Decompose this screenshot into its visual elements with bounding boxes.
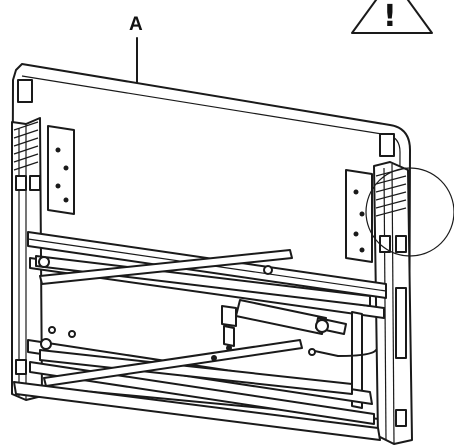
- detail-callout-circle: [365, 167, 454, 257]
- lower-scissor-arms: [39, 326, 353, 395]
- warning-triangle-icon: !: [351, 0, 433, 34]
- right-mounting-bracket: [345, 169, 373, 263]
- right-side-rod: [308, 311, 377, 409]
- bottom-frame: [13, 381, 381, 441]
- upper-scissor-arms: [35, 249, 371, 307]
- gas-spring-actuator: [221, 299, 347, 351]
- right-frame-post: [373, 161, 413, 445]
- left-mounting-bracket: [47, 125, 75, 215]
- callout-label-a: A: [129, 14, 143, 35]
- warning-symbol: !: [383, 0, 397, 34]
